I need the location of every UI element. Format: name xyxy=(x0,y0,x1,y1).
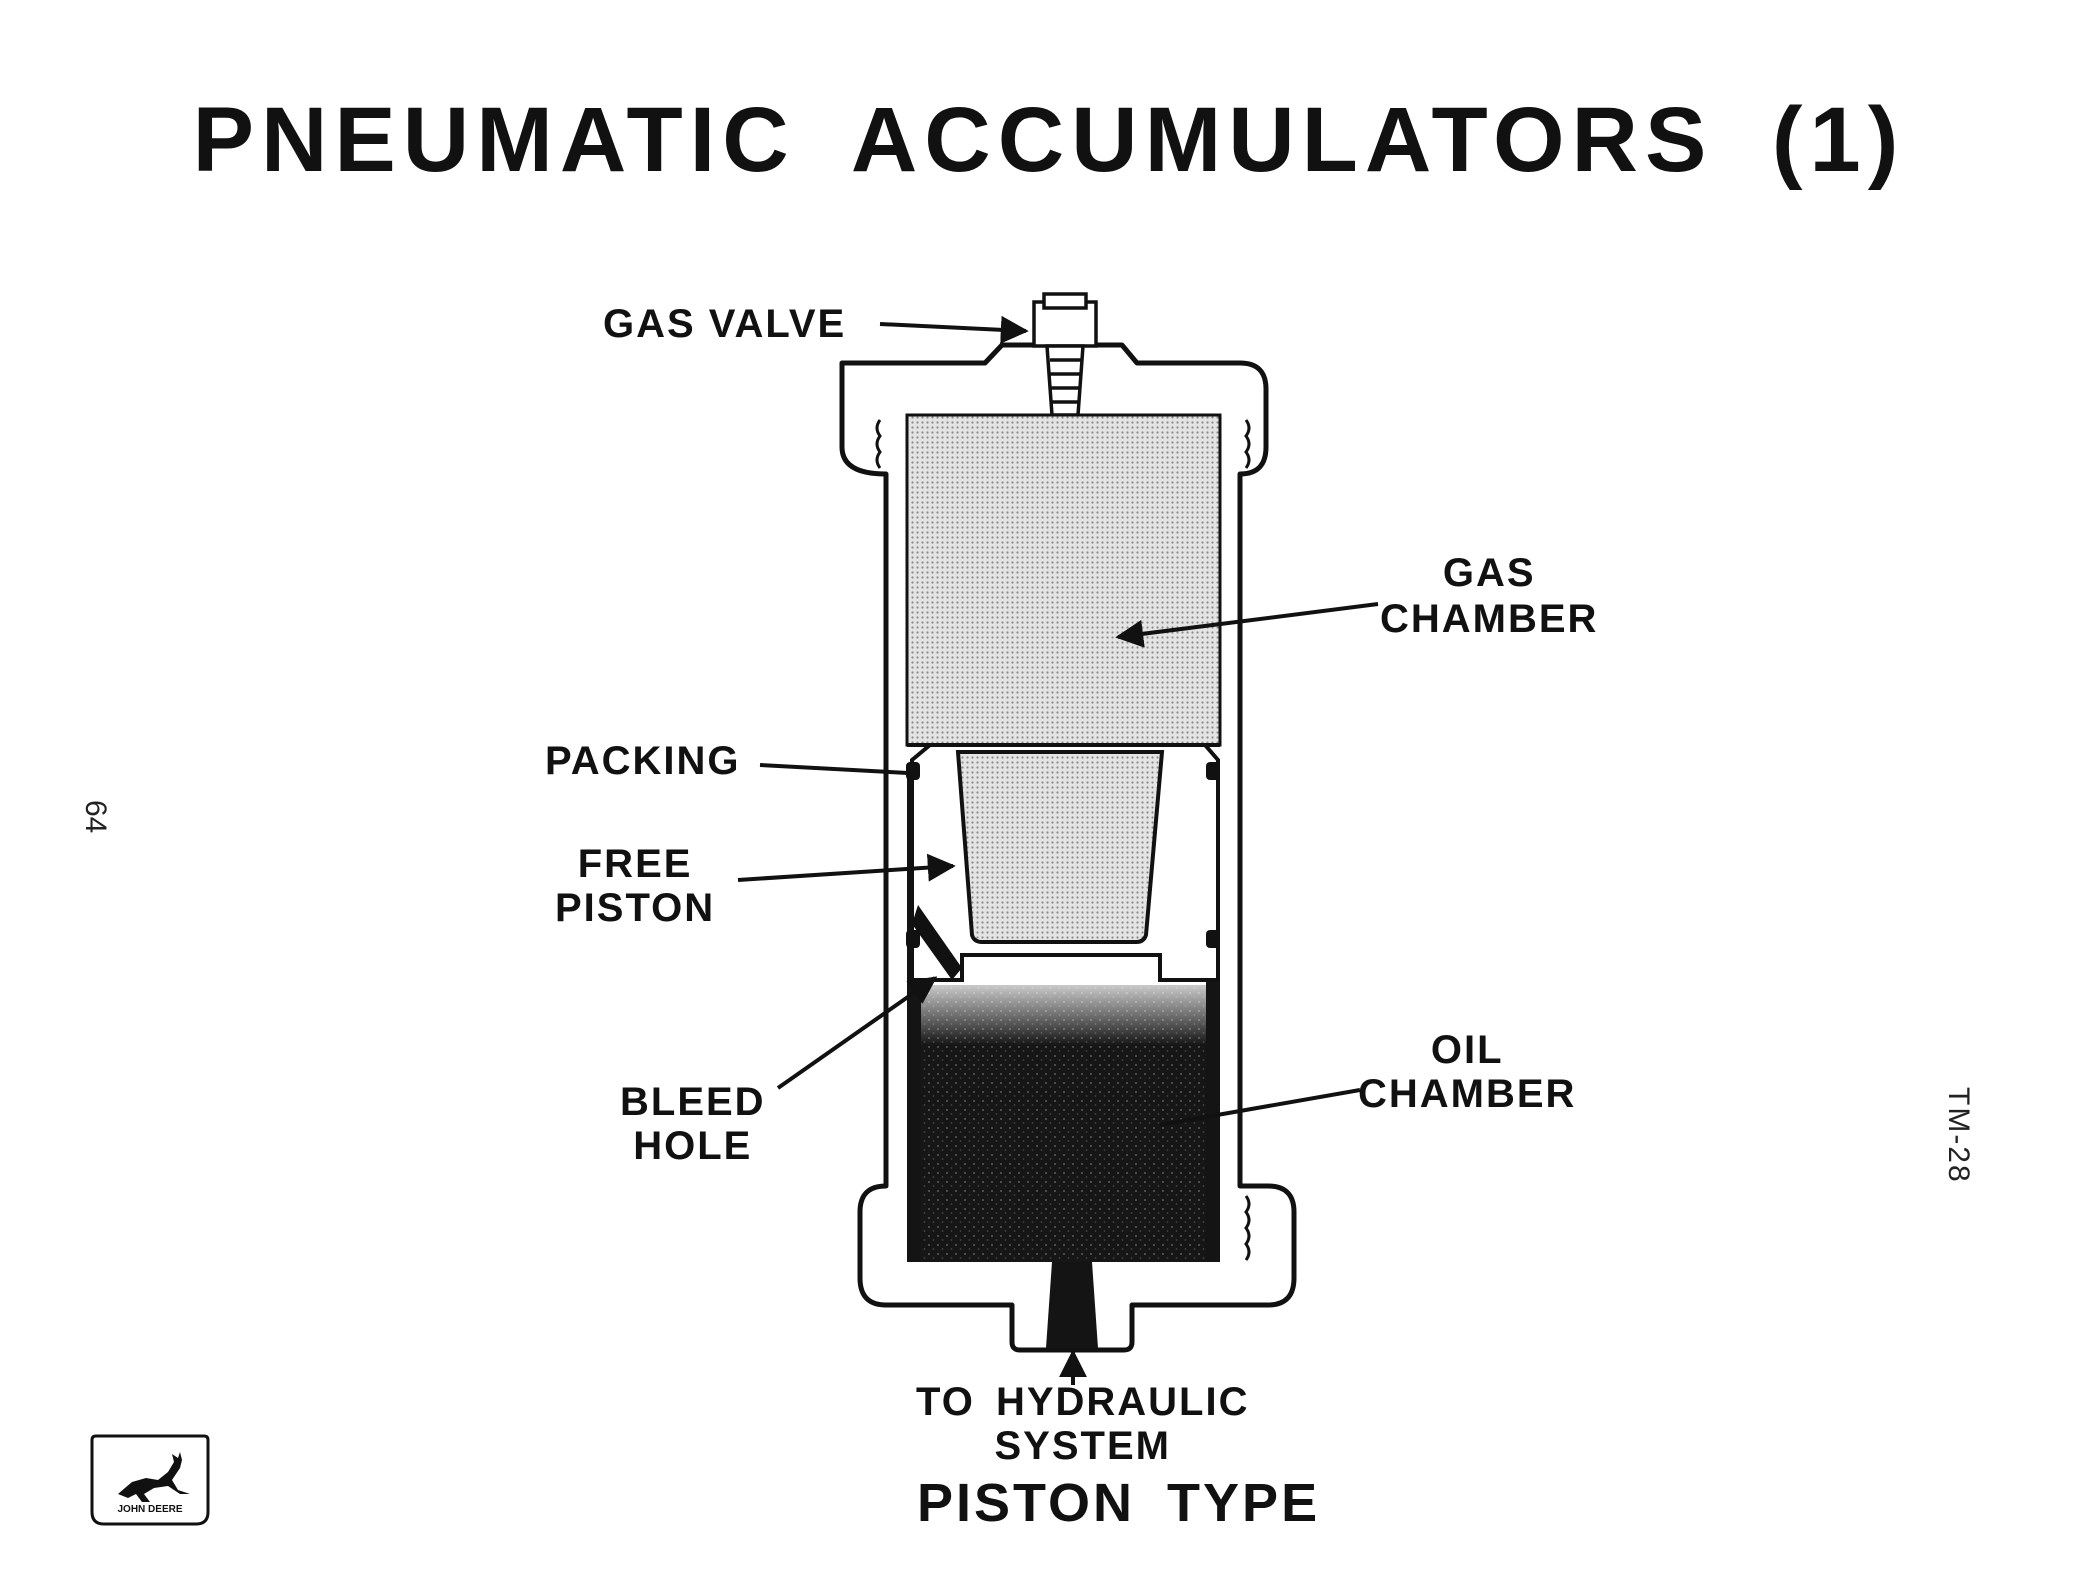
oil-chamber-label-line2: CHAMBER xyxy=(1358,1072,1577,1116)
gas-chamber-arrow xyxy=(1115,602,1379,648)
logo-text: JOHN DEERE xyxy=(117,1504,183,1515)
to-hydraulic-system-label: TO HYDRAULIC SYSTEM xyxy=(916,1380,1249,1468)
free-piston-label: FREE PISTON xyxy=(555,842,715,930)
packing-leader xyxy=(759,763,909,775)
piston-cavity xyxy=(955,750,1165,944)
john-deere-logo xyxy=(90,1434,210,1526)
leaping-deer-icon xyxy=(118,1452,190,1502)
page-number: 64 xyxy=(79,800,112,834)
gas-chamber-label-line1: GAS xyxy=(1442,551,1536,595)
bottom-threads xyxy=(1244,1195,1251,1261)
oil-chamber-fill xyxy=(907,985,1220,1262)
to-hydraulic-system-line2: SYSTEM xyxy=(994,1424,1171,1468)
oil-chamber-label-line1: OIL xyxy=(1430,1028,1504,1072)
to-hydraulic-system-line1: TO HYDRAULIC xyxy=(916,1380,1250,1424)
gas-chamber-label-line2: CHAMBER xyxy=(1380,597,1599,641)
leader-lines xyxy=(737,315,1379,1385)
gas-chamber-label: GAS CHAMBER xyxy=(1380,550,1598,642)
bleed-hole-label: BLEED HOLE xyxy=(620,1080,766,1168)
outlet-passage xyxy=(1046,1262,1098,1348)
gas-valve-arrow xyxy=(879,315,1029,344)
bleed-hole-label-line1: BLEED xyxy=(620,1080,766,1124)
packing-rings xyxy=(906,762,1220,948)
top-threads xyxy=(875,419,1251,469)
page-title: PNEUMATIC ACCUMULATORS (1) xyxy=(192,89,1906,191)
bleed-hole-label-line2: HOLE xyxy=(633,1124,753,1168)
free-piston-label-line2: PISTON xyxy=(555,886,716,930)
bleed-hole-passage xyxy=(912,905,962,980)
free-piston-label-line1: FREE xyxy=(577,842,693,886)
diagram-subtitle: PISTON TYPE xyxy=(917,1473,1321,1533)
oil-chamber-leader xyxy=(1159,1088,1361,1127)
packing-label: PACKING xyxy=(545,739,741,783)
document-code: TM-28 xyxy=(1942,1087,1975,1184)
gas-chamber-fill xyxy=(905,413,1222,747)
oil-chamber-label: OIL CHAMBER xyxy=(1358,1028,1576,1116)
bleed-hole-arrow xyxy=(776,976,938,1090)
gas-valve-label: GAS VALVE xyxy=(603,302,847,346)
free-piston-arrow xyxy=(737,853,956,882)
gas-valve xyxy=(1032,292,1098,417)
